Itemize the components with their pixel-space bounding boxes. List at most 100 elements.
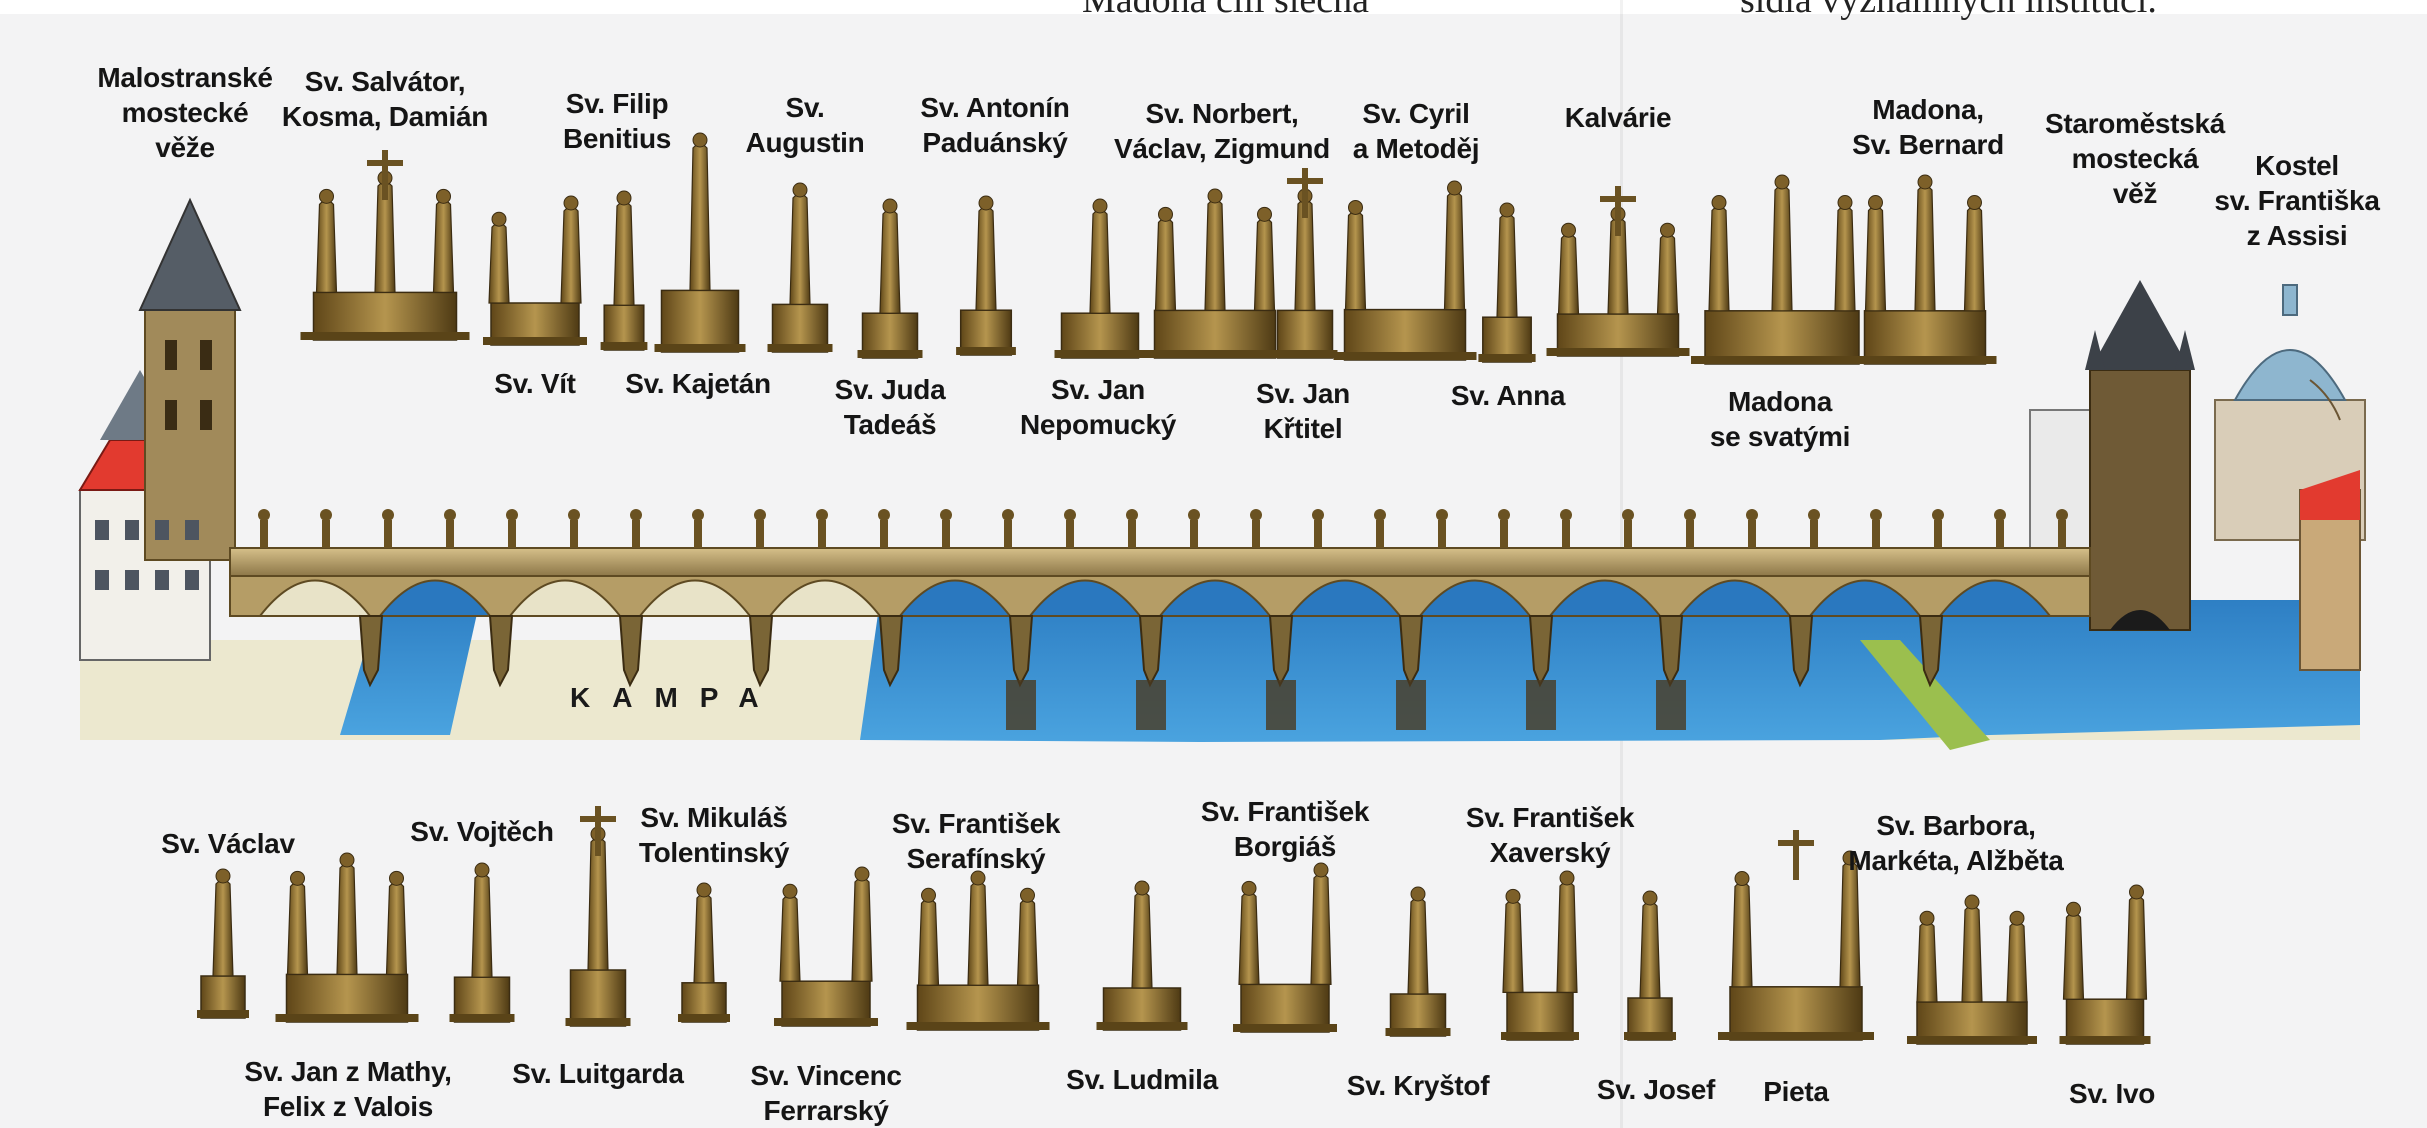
bridge-statue: [384, 520, 392, 548]
label-krystof: Sv. Kryštof: [1347, 1068, 1489, 1103]
statue-vit: [483, 196, 587, 345]
label-norbert: Sv. Norbert,Václav, Zigmund: [1114, 96, 1330, 166]
label-vaclav: Sv. Václav: [161, 826, 294, 861]
bridge-statue-head: [1684, 509, 1696, 521]
bridge-statue-head: [1002, 509, 1014, 521]
bridge-statue-head: [258, 509, 270, 521]
bridge-statue-head: [2056, 509, 2068, 521]
bridge-statue-head: [1436, 509, 1448, 521]
statue-norbert: [1144, 189, 1287, 358]
bridge-statue: [322, 520, 330, 548]
bridge-statue: [1686, 520, 1694, 548]
bridge-statue: [570, 520, 578, 548]
statue-jan-krtitel: [1273, 168, 1338, 358]
label-kostel: Kostelsv. Františkaz Assisi: [2214, 148, 2379, 253]
label-kalvarie: Kalvárie: [1565, 100, 1672, 135]
bridge-statue-head: [1622, 509, 1634, 521]
icebreaker: [1266, 680, 1296, 730]
bridge-statue: [1314, 520, 1322, 548]
statue-vincenc: [774, 867, 878, 1026]
label-staromestska-vez: Staroměstskámosteckávěž: [2045, 106, 2225, 211]
label-ludmila: Sv. Ludmila: [1066, 1062, 1218, 1097]
label-anna: Sv. Anna: [1451, 378, 1565, 413]
statue-jan-z-mathy: [276, 853, 419, 1022]
bridge-statue-head: [1994, 509, 2006, 521]
statue-filip: [601, 191, 648, 350]
label-barbora: Sv. Barbora,Markéta, Alžběta: [1848, 808, 2063, 878]
label-augustin: Sv.Augustin: [746, 90, 865, 160]
bridge-statue: [1624, 520, 1632, 548]
label-luitgarda: Sv. Luitgarda: [512, 1056, 683, 1091]
statue-augustin: [768, 183, 833, 352]
bridge-statue: [1252, 520, 1260, 548]
statue-krystof: [1386, 887, 1451, 1036]
icebreaker: [1526, 680, 1556, 730]
statue-madona-svatymi: [1691, 175, 1873, 364]
bridge-statue-head: [1064, 509, 1076, 521]
bridge-statue-head: [320, 509, 332, 521]
bridge-statue: [1128, 520, 1136, 548]
statue-vojtech: [450, 863, 515, 1022]
bridge-statue-head: [1250, 509, 1262, 521]
bridge-statue: [1872, 520, 1880, 548]
label-vojtech: Sv. Vojtěch: [410, 814, 553, 849]
bridge-statue: [756, 520, 764, 548]
bridge-statue: [1996, 520, 2004, 548]
statue-frantisek-serafinsky: [907, 871, 1050, 1030]
bridge-statue: [1438, 520, 1446, 548]
bridge-statue: [942, 520, 950, 548]
bridge-statue: [446, 520, 454, 548]
statue-antonin: [956, 196, 1016, 355]
bridge-statue-head: [1498, 509, 1510, 521]
bridge-statue-head: [1312, 509, 1324, 521]
icebreaker: [1006, 680, 1036, 730]
label-josef: Sv. Josef: [1597, 1072, 1715, 1107]
label-filip: Sv. FilipBenitius: [563, 86, 671, 156]
label-ivo: Sv. Ivo: [2069, 1076, 2155, 1111]
lesser-town-bridge-towers: [80, 200, 240, 660]
bridge-statue-head: [878, 509, 890, 521]
label-madona-bernard: Madona,Sv. Bernard: [1852, 92, 2004, 162]
bridge-statue: [1562, 520, 1570, 548]
bridge-statue-head: [1188, 509, 1200, 521]
icebreaker: [1396, 680, 1426, 730]
bridge-statue-head: [630, 509, 642, 521]
kampa-label: KAMPA: [570, 682, 781, 714]
statue-jan-nepomucky: [1055, 199, 1146, 358]
bridge-statue: [1934, 520, 1942, 548]
statue-ivo: [2060, 885, 2151, 1044]
bridge-statue-head: [692, 509, 704, 521]
bridge-statue-head: [754, 509, 766, 521]
bridge-statue-head: [1126, 509, 1138, 521]
bridge-statue: [1376, 520, 1384, 548]
icebreaker: [1656, 680, 1686, 730]
bridge-statue: [260, 520, 268, 548]
label-jan-z-mathy: Sv. Jan z Mathy,Felix z Valois: [244, 1054, 451, 1124]
statue-frantisek-xaversky: [1501, 871, 1579, 1040]
statue-anna: [1478, 203, 1535, 362]
bridge-statue: [818, 520, 826, 548]
bridge-statue-head: [1870, 509, 1882, 521]
statue-juda: [858, 199, 923, 358]
bridge-statue-head: [1932, 509, 1944, 521]
label-antonin: Sv. AntonínPaduánský: [920, 90, 1069, 160]
bridge-statue-head: [444, 509, 456, 521]
statue-barbora: [1907, 895, 2037, 1044]
bridge-statue-head: [1808, 509, 1820, 521]
bridge-statue-head: [940, 509, 952, 521]
statue-vaclav: [197, 869, 249, 1018]
icebreaker: [1136, 680, 1166, 730]
label-malostranske-veze: Malostranskémosteckévěže: [97, 60, 272, 165]
bridge-statue: [1500, 520, 1508, 548]
statue-kajetan: [655, 133, 746, 352]
statue-cyril: [1334, 181, 1477, 360]
statue-kalvarie: [1547, 186, 1690, 356]
